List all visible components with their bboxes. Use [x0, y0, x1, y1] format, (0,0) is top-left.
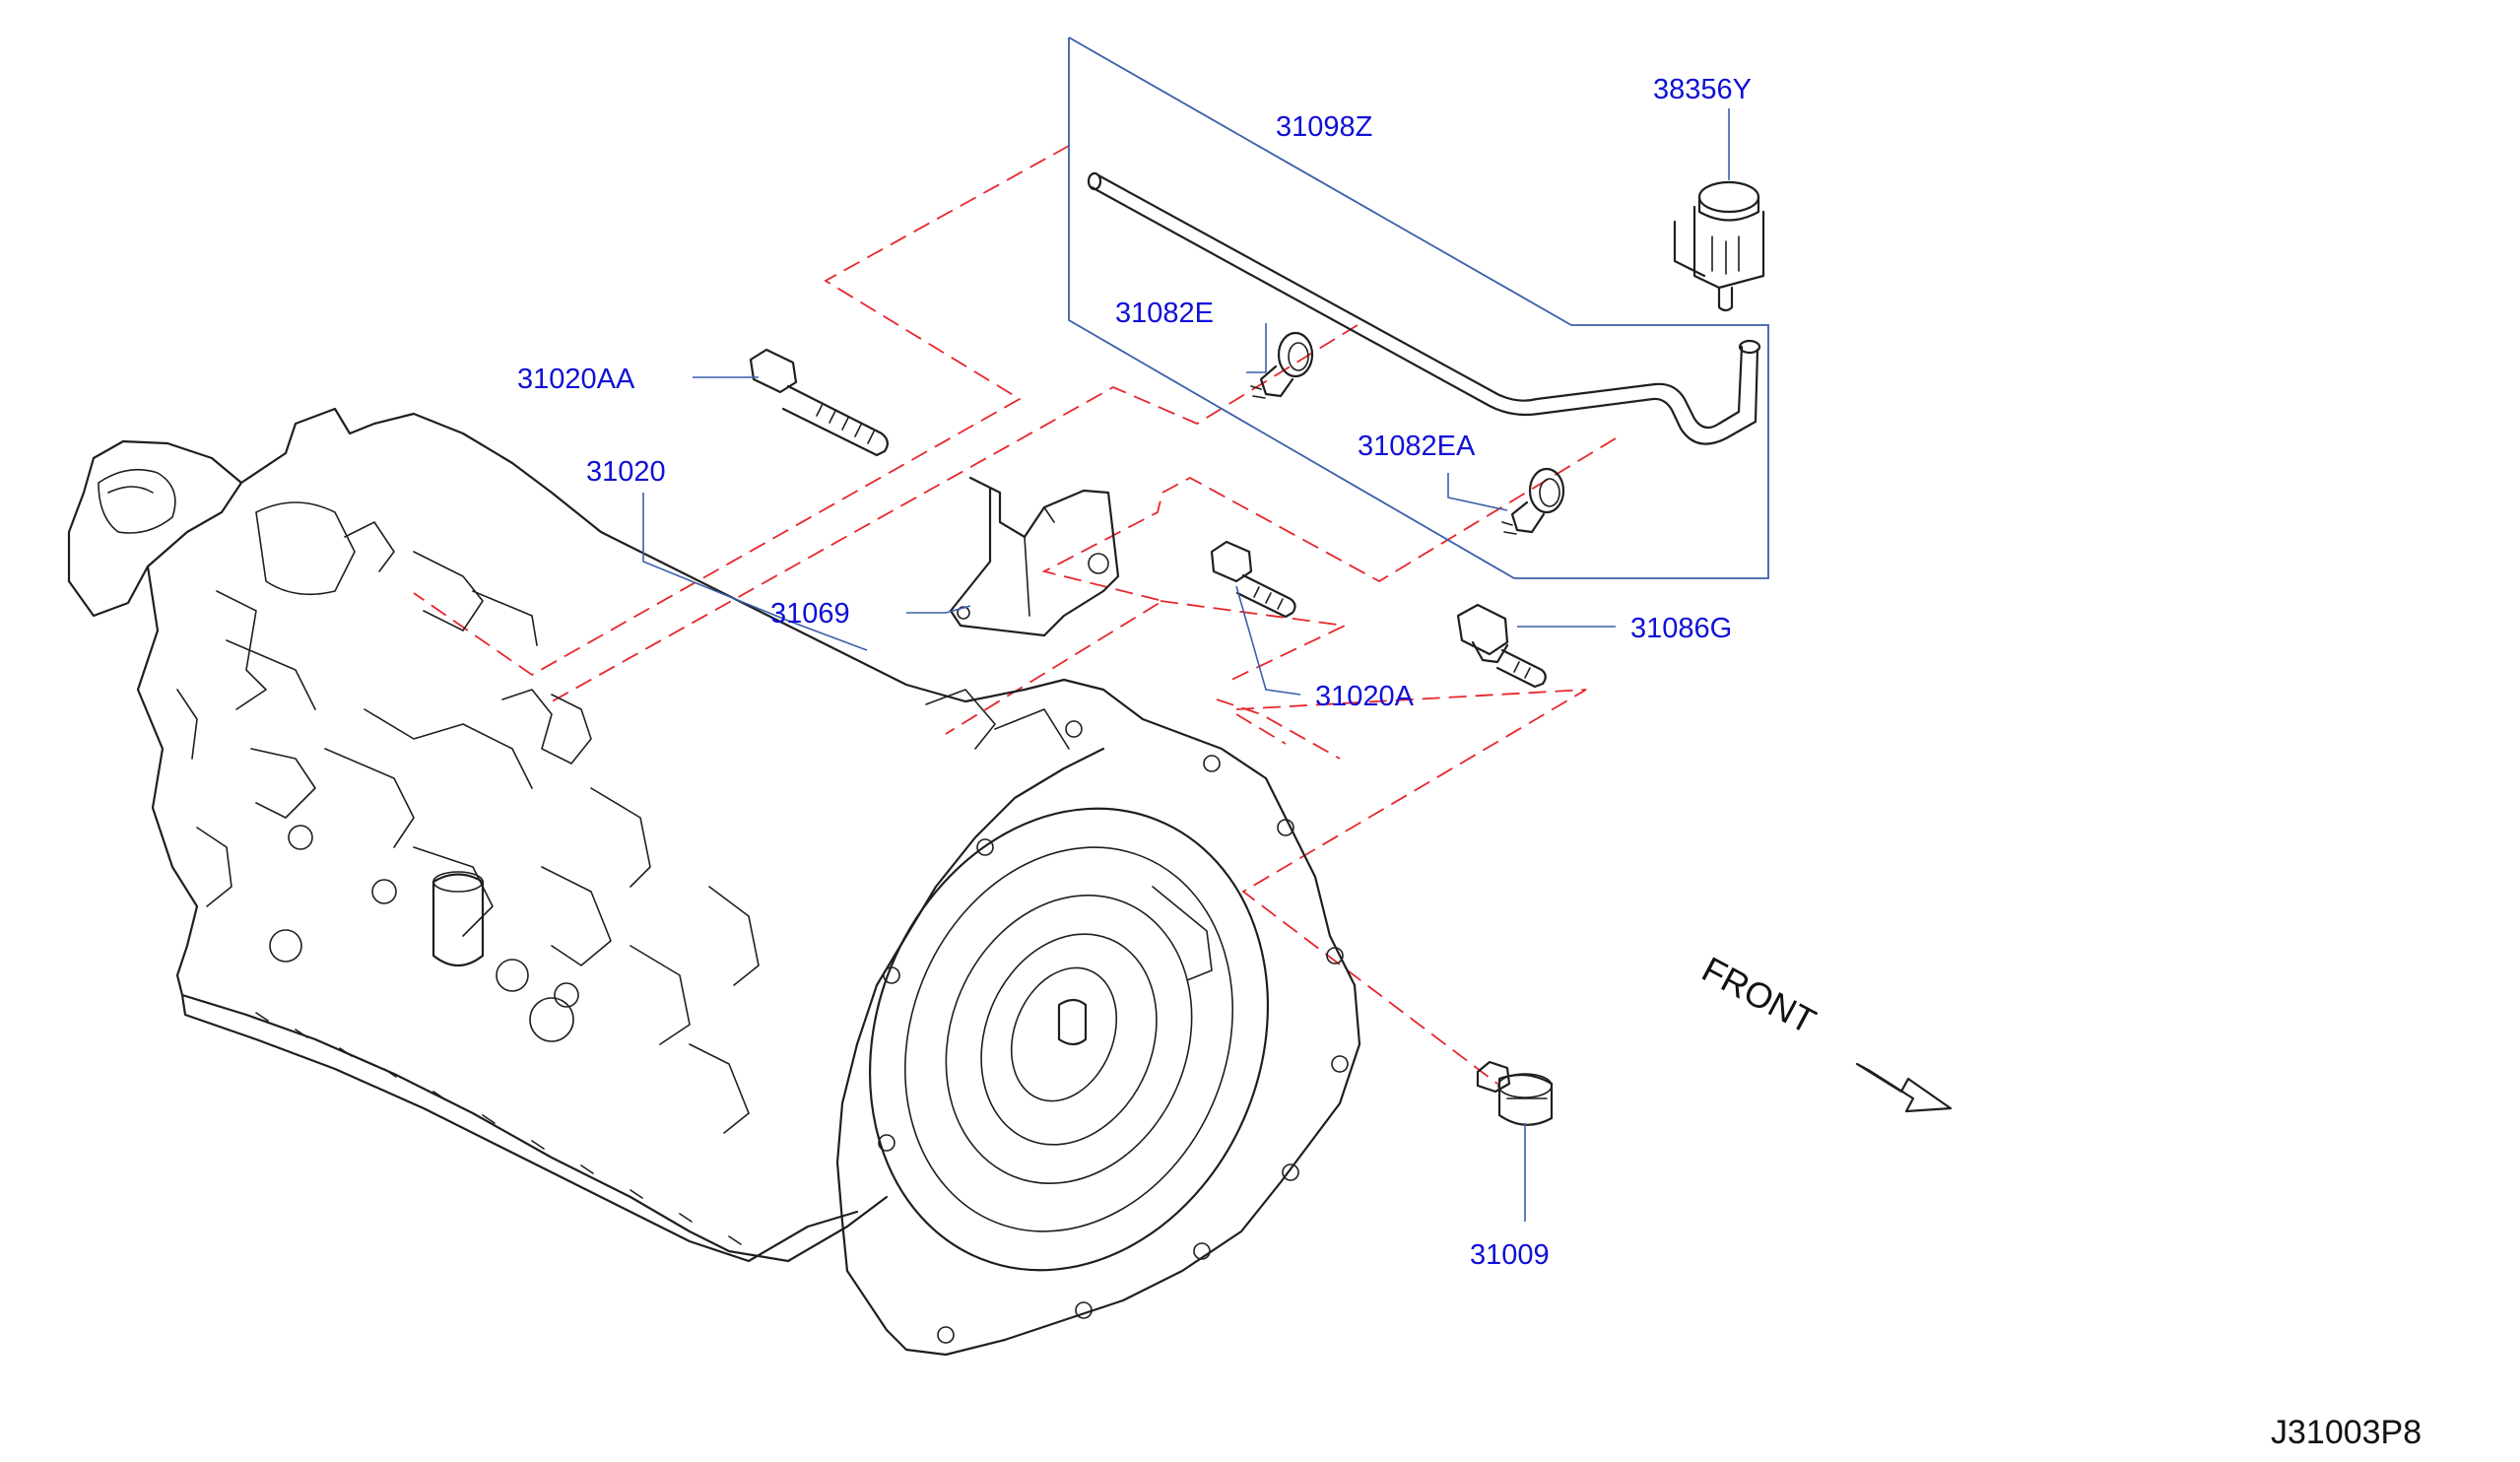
- label-31009: 31009: [1470, 1239, 1550, 1271]
- transmission-assembly: [67, 407, 1361, 1357]
- label-31082E: 31082E: [1115, 298, 1214, 329]
- label-31020A: 31020A: [1315, 681, 1415, 712]
- bolt-part-31086g: [1456, 603, 1547, 689]
- label-31069: 31069: [770, 598, 850, 630]
- tube-assembly-frame: [1068, 36, 1769, 579]
- label-38356Y: 38356Y: [1653, 74, 1752, 105]
- label-31086G: 31086G: [1630, 613, 1732, 644]
- label-31082EA: 31082EA: [1358, 431, 1476, 462]
- label-31020AA: 31020AA: [517, 364, 635, 395]
- bolt-part-31020aa: [749, 348, 889, 457]
- bolt-part-31020a: [1210, 540, 1296, 619]
- label-31098Z: 31098Z: [1276, 111, 1372, 143]
- breather-tube-part: [1087, 171, 1761, 445]
- front-arrow-icon: [1855, 1062, 1953, 1113]
- leader-lines: [642, 108, 1730, 1222]
- clip-part-ea: [1501, 467, 1565, 535]
- clip-part-e: [1250, 331, 1314, 399]
- label-31020: 31020: [586, 456, 666, 488]
- assembly-guide-lines: [413, 145, 1617, 1085]
- bracket-part: [949, 476, 1120, 637]
- part-labels: 38356Y 31098Z 31082E 31020AA 31020 31082…: [517, 74, 1752, 1271]
- diagram-code: J31003P8: [2271, 1414, 2421, 1451]
- connector-part: [1673, 180, 1765, 312]
- front-label: FRONT: [1695, 949, 1823, 1041]
- drain-plug-part: [1476, 1060, 1554, 1126]
- front-indicator: FRONT: [1695, 949, 1953, 1113]
